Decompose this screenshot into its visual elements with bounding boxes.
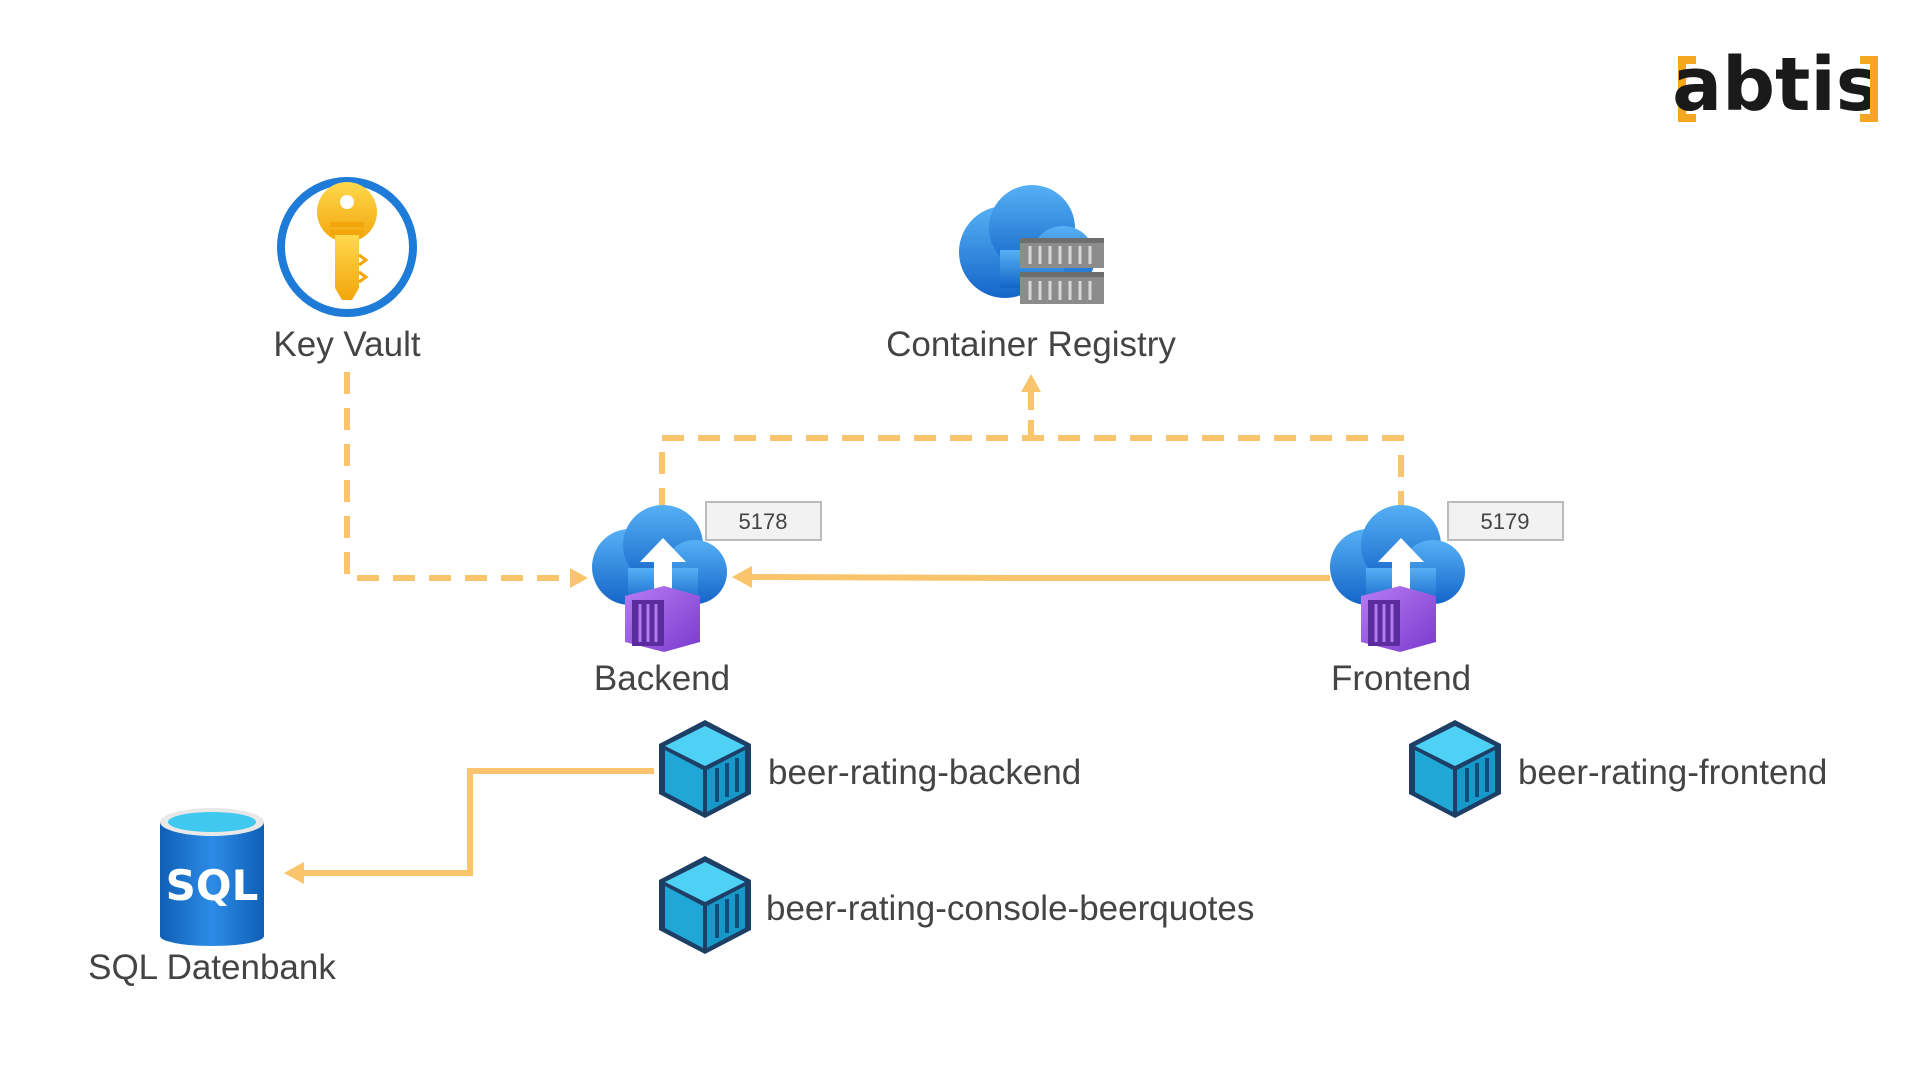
logo-text: abtis bbox=[1672, 42, 1880, 128]
arrow-head bbox=[284, 862, 304, 884]
backend-port-badge: 5178 bbox=[705, 501, 822, 541]
connector-keyvault-backend bbox=[344, 372, 578, 581]
container-image-icon bbox=[1409, 720, 1501, 818]
sql-database-icon: SQL bbox=[160, 808, 264, 946]
connector-image-sql bbox=[298, 768, 654, 876]
container-image-icon bbox=[659, 856, 751, 954]
backend-port: 5178 bbox=[739, 509, 788, 534]
connector-apps-registry bbox=[659, 435, 1404, 510]
frontend-port-badge: 5179 bbox=[1447, 501, 1564, 541]
frontend-label: Frontend bbox=[1331, 659, 1471, 698]
backend-app-icon bbox=[592, 505, 727, 652]
connector-frontend-backend bbox=[744, 574, 1330, 581]
container-image-icon bbox=[659, 720, 751, 818]
arrow-head bbox=[1021, 374, 1041, 392]
frontend-app-icon bbox=[1330, 505, 1465, 652]
logo-bracket-left bbox=[1678, 56, 1696, 122]
frontend-port: 5179 bbox=[1481, 509, 1530, 534]
image-beer-rating-console-beerquotes-label: beer-rating-console-beerquotes bbox=[766, 889, 1254, 928]
backend-label: Backend bbox=[594, 659, 730, 698]
arrow-head bbox=[732, 566, 752, 588]
container-registry-icon bbox=[959, 185, 1104, 304]
sql-icon-text: SQL bbox=[166, 861, 259, 910]
image-beer-rating-backend-label: beer-rating-backend bbox=[768, 753, 1081, 792]
abtis-logo: abtis bbox=[1672, 42, 1880, 128]
key-vault-label: Key Vault bbox=[273, 325, 420, 364]
connectors bbox=[284, 372, 1404, 884]
logo-bracket-right bbox=[1860, 56, 1878, 122]
image-beer-rating-frontend-label: beer-rating-frontend bbox=[1518, 753, 1827, 792]
container-registry-label: Container Registry bbox=[886, 325, 1176, 364]
sql-database-label: SQL Datenbank bbox=[88, 948, 336, 987]
key-vault-icon bbox=[277, 177, 417, 317]
arrow-head bbox=[570, 568, 588, 588]
